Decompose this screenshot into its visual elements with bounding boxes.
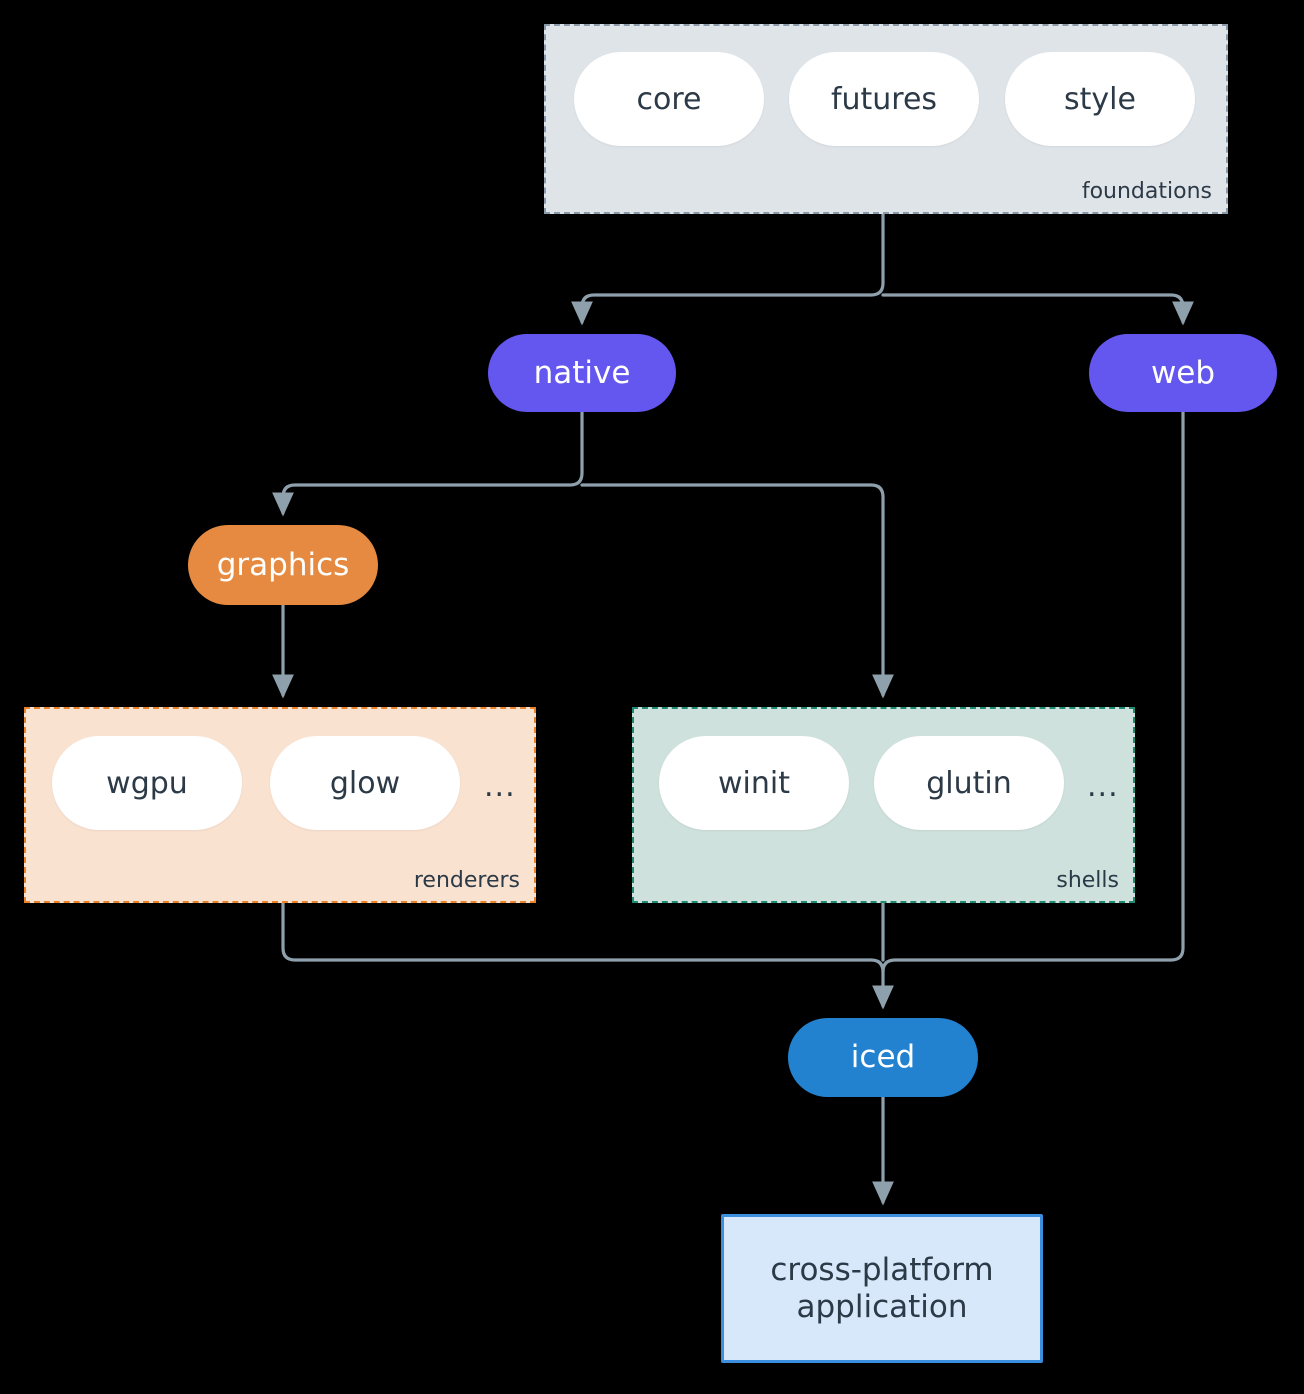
pill-style[interactable]: style <box>1005 52 1195 146</box>
pill-glow-label: glow <box>329 765 401 801</box>
node-native[interactable]: native <box>488 334 676 412</box>
renderers-overflow-ellipsis: ... <box>484 769 516 804</box>
node-graphics-label: graphics <box>216 546 350 583</box>
group-foundations: core futures style foundations <box>544 24 1228 214</box>
edge-native-shells <box>580 483 894 699</box>
group-renderers-label: renderers <box>413 868 520 893</box>
node-graphics[interactable]: graphics <box>188 525 378 605</box>
pill-winit[interactable]: winit <box>659 736 849 830</box>
node-iced[interactable]: iced <box>788 1018 978 1097</box>
group-shells: winit glutin ... shells <box>632 707 1135 903</box>
pill-futures[interactable]: futures <box>789 52 979 146</box>
group-shells-label: shells <box>1056 868 1119 893</box>
node-application-label-line1: cross-platform <box>770 1251 994 1288</box>
group-renderers: wgpu glow ... renderers <box>24 707 536 903</box>
edge-renderers-iced <box>281 901 894 1010</box>
node-iced-label: iced <box>850 1039 916 1076</box>
pill-glutin-label: glutin <box>926 765 1012 801</box>
node-native-label: native <box>533 354 631 391</box>
pill-core-label: core <box>636 81 702 117</box>
shells-overflow-ellipsis: ... <box>1087 769 1119 804</box>
group-foundations-label: foundations <box>1081 179 1212 204</box>
node-web-label: web <box>1150 354 1216 391</box>
pill-winit-label: winit <box>718 765 790 801</box>
node-application[interactable]: cross-platform application <box>721 1214 1043 1363</box>
pill-glow[interactable]: glow <box>270 736 460 830</box>
node-application-label-line2: application <box>796 1288 968 1325</box>
pill-wgpu[interactable]: wgpu <box>52 736 242 830</box>
edge-foundations-split <box>571 212 885 326</box>
pill-wgpu-label: wgpu <box>106 765 188 801</box>
pill-core[interactable]: core <box>574 52 764 146</box>
edge-native-graphics <box>272 410 584 517</box>
node-web[interactable]: web <box>1089 334 1277 412</box>
pill-futures-label: futures <box>830 81 938 117</box>
edge-foundations-web <box>881 293 1194 326</box>
pill-glutin[interactable]: glutin <box>874 736 1064 830</box>
pill-style-label: style <box>1064 81 1136 117</box>
